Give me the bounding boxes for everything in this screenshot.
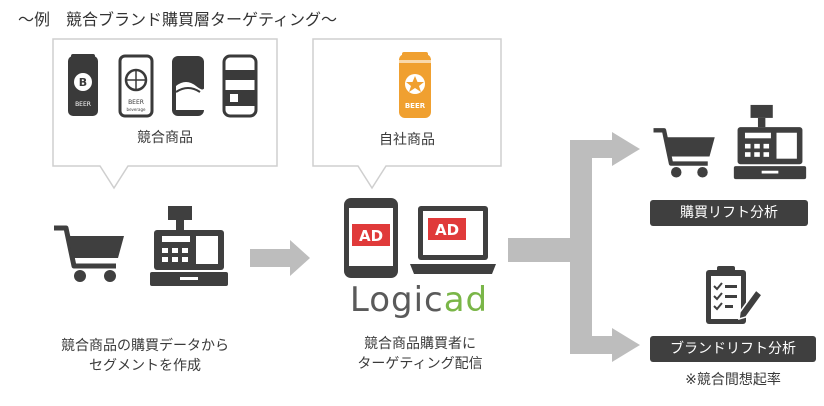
smartphone-ad-icon: AD (344, 198, 398, 278)
svg-text:BEER: BEER (128, 99, 144, 106)
svg-text:AD: AD (435, 221, 459, 239)
svg-text:BEER: BEER (405, 102, 426, 110)
beverage-can-icon: BEER beverage (118, 54, 154, 118)
svg-text:BEER: BEER (75, 101, 91, 108)
competitor-can-icons: B BEER BEER beverage (68, 54, 258, 118)
center-caption-line1: 競合商品購買者に (364, 336, 476, 352)
clipboard-checklist-icon (706, 266, 764, 324)
left-caption-line1: 競合商品の購買データから (61, 338, 229, 354)
competitor-callout (52, 38, 278, 190)
competitor-label: 競合商品 (137, 130, 193, 146)
logo-text-dark: Logic (349, 280, 444, 320)
drink-can-icon (222, 54, 258, 118)
cash-register-icon (150, 206, 228, 286)
purchase-lift-label: 購買リフト分析 (650, 200, 808, 226)
cash-register-icon-right (733, 104, 807, 180)
svg-text:beverage: beverage (127, 107, 146, 112)
logo-text-green: ad (443, 280, 489, 320)
wave-can-icon (172, 56, 205, 116)
laptop-ad-icon: AD (410, 206, 496, 274)
left-caption: 競合商品の購買データから セグメントを作成 (20, 336, 270, 376)
svg-text:B: B (79, 76, 87, 89)
shopping-cart-icon (54, 225, 124, 282)
left-caption-line2: セグメントを作成 (89, 358, 201, 374)
center-caption: 競合商品購買者に ターゲティング配信 (300, 334, 540, 374)
center-caption-line2: ターゲティング配信 (357, 356, 483, 372)
branch-arrow-icon (508, 132, 640, 362)
brand-lift-label: ブランドリフト分析 (650, 336, 816, 362)
svg-text:AD: AD (359, 227, 383, 245)
beer-can-icon: B BEER (68, 54, 98, 116)
logicad-logo: Logicad (334, 280, 504, 320)
arrow-right-icon (250, 240, 310, 276)
page-title: 〜例 競合ブランド購買層ターゲティング〜 (18, 10, 338, 29)
own-product-label: 自社商品 (379, 132, 435, 148)
brand-lift-note: ※競合間想起率 (685, 372, 781, 388)
shopping-cart-icon-right (653, 128, 715, 178)
own-beer-can-icon: BEER (399, 52, 431, 118)
